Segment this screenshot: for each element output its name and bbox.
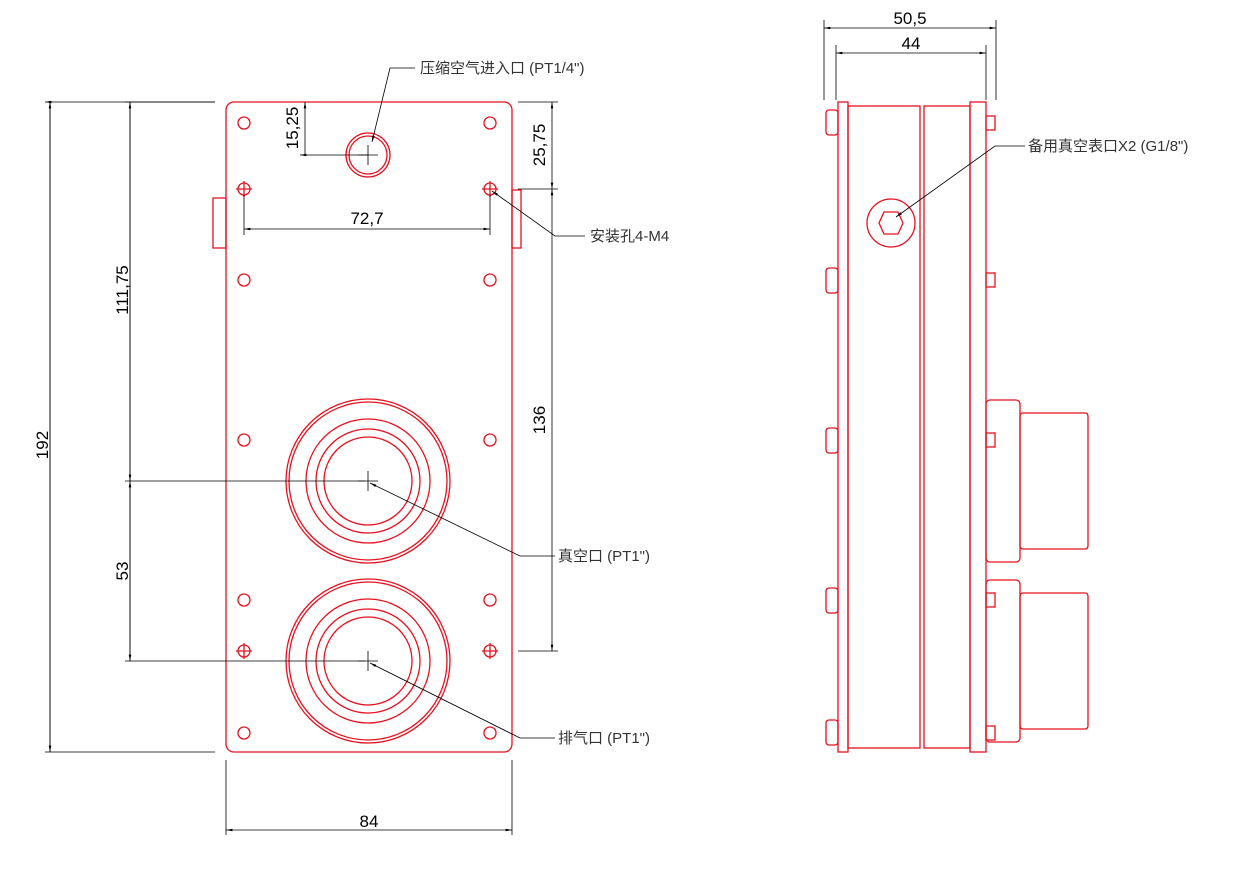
callout-mount: 安装孔4-M4 [590, 228, 669, 245]
tab-left [212, 197, 227, 249]
dim-53: 53 [113, 562, 132, 581]
dim-44: 44 [902, 34, 921, 53]
side-view: 50,5 44 备用真空表口X2 (G1/8") [823, 9, 1188, 753]
callout-vacuum: 真空口 (PT1") [558, 547, 650, 565]
dim-111-75: 111,75 [113, 265, 132, 314]
callout-gauge: 备用真空表口X2 (G1/8") [1028, 137, 1188, 155]
dim-15-25: 15,25 [283, 107, 302, 150]
tab-right [511, 189, 522, 249]
dim-136: 136 [530, 406, 549, 434]
dim-84: 84 [360, 812, 379, 831]
dim-50-5: 50,5 [893, 9, 926, 28]
dim-72-7: 72,7 [350, 209, 383, 228]
dim-25-75: 25,75 [530, 124, 549, 167]
port-boxes [985, 399, 1089, 743]
dimension-lines [45, 102, 558, 835]
dim-192: 192 [33, 431, 52, 459]
knurled-nuts [825, 109, 996, 746]
front-plate [225, 101, 513, 753]
callout-inlet: 压缩空气进入口 (PT1/4") [420, 60, 585, 77]
front-view: 192 111,75 53 15,25 25,75 136 72,7 84 压缩… [33, 60, 669, 835]
gauge-port [866, 198, 916, 248]
callout-exhaust: 排气口 (PT1") [558, 730, 650, 747]
